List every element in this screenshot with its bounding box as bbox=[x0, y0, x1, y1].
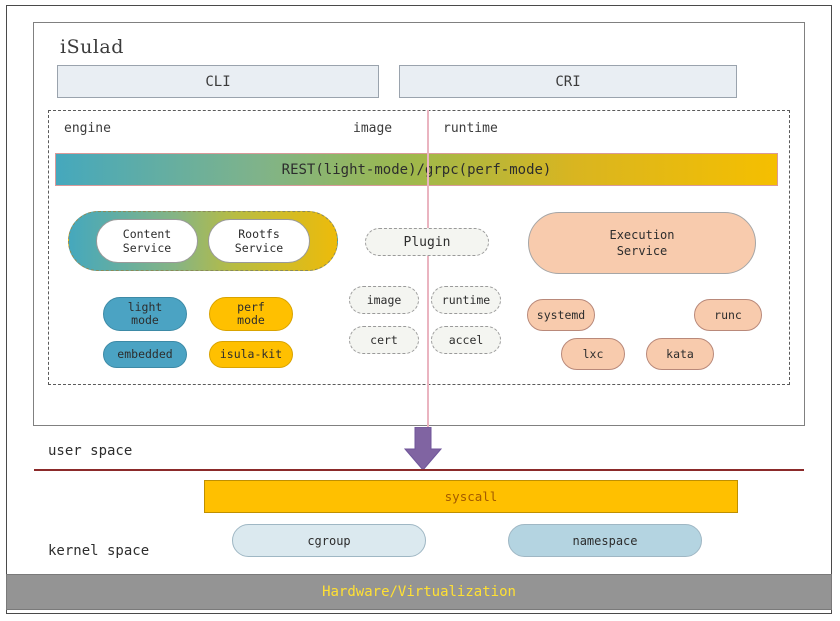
column-label-engine: engine bbox=[64, 121, 111, 136]
pill-lxc-label: lxc bbox=[582, 346, 604, 361]
pill-systemd[interactable]: systemd bbox=[527, 299, 595, 331]
pill-cgroup-label: cgroup bbox=[307, 533, 351, 548]
execution-service-box[interactable]: Execution Service bbox=[528, 212, 756, 274]
user-kernel-divider bbox=[34, 469, 804, 471]
pill-isula-kit-label: isula-kit bbox=[219, 347, 283, 361]
syscall-bar: syscall bbox=[204, 480, 738, 513]
rootfs-service-line2: Service bbox=[234, 241, 284, 255]
plugin-pill-label: Plugin bbox=[403, 234, 451, 250]
service-capsule: Content Service Rootfs Service bbox=[68, 211, 338, 271]
pill-embedded[interactable]: embedded bbox=[103, 341, 187, 368]
pill-runc[interactable]: runc bbox=[694, 299, 762, 331]
pill-perf-mode-line2: mode bbox=[237, 313, 265, 327]
pill-image[interactable]: image bbox=[349, 286, 419, 314]
pill-light-mode[interactable]: light mode bbox=[103, 297, 187, 331]
pill-runtime[interactable]: runtime bbox=[431, 286, 501, 314]
syscall-bar-label: syscall bbox=[444, 489, 498, 504]
pill-systemd-label: systemd bbox=[536, 307, 586, 322]
execution-service-line2: Service bbox=[616, 244, 668, 258]
pill-runc-label: runc bbox=[714, 307, 742, 322]
kernel-space-label: kernel space bbox=[48, 543, 150, 559]
pill-light-mode-line1: light bbox=[127, 300, 163, 314]
hardware-virtualization-bar: Hardware/Virtualization bbox=[6, 574, 832, 610]
pill-isula-kit[interactable]: isula-kit bbox=[209, 341, 293, 368]
content-service-line2: Service bbox=[122, 241, 172, 255]
pill-kata[interactable]: kata bbox=[646, 338, 714, 370]
api-box-cli-label: CLI bbox=[205, 73, 231, 90]
pill-perf-mode[interactable]: perf mode bbox=[209, 297, 293, 331]
pill-accel[interactable]: accel bbox=[431, 326, 501, 354]
engine-dashed-container bbox=[48, 110, 790, 385]
rest-grpc-bar-label: REST(light-mode)/grpc(perf-mode) bbox=[281, 161, 552, 178]
content-service-pill[interactable]: Content Service bbox=[96, 219, 198, 263]
pill-light-mode-line2: mode bbox=[131, 313, 159, 327]
pill-embedded-label: embedded bbox=[117, 347, 173, 361]
pill-cert-label: cert bbox=[370, 332, 398, 347]
api-box-cri[interactable]: CRI bbox=[399, 65, 737, 98]
image-runtime-divider-line bbox=[427, 110, 429, 428]
pill-cert[interactable]: cert bbox=[349, 326, 419, 354]
api-box-cri-label: CRI bbox=[555, 73, 581, 90]
column-label-image: image bbox=[353, 121, 393, 136]
pill-namespace-label: namespace bbox=[572, 533, 638, 548]
pill-cgroup[interactable]: cgroup bbox=[232, 524, 426, 557]
pill-namespace[interactable]: namespace bbox=[508, 524, 702, 557]
hardware-virtualization-label: Hardware/Virtualization bbox=[322, 584, 516, 600]
rootfs-service-pill[interactable]: Rootfs Service bbox=[208, 219, 310, 263]
outer-frame bbox=[6, 5, 832, 614]
down-arrow-icon bbox=[403, 426, 443, 471]
column-label-runtime: runtime bbox=[443, 121, 498, 136]
plugin-pill[interactable]: Plugin bbox=[365, 228, 489, 256]
pill-kata-label: kata bbox=[666, 346, 694, 361]
pill-accel-label: accel bbox=[448, 332, 484, 347]
pill-runtime-label: runtime bbox=[441, 292, 491, 307]
rootfs-service-line1: Rootfs bbox=[238, 227, 280, 241]
pill-perf-mode-line1: perf bbox=[237, 300, 265, 314]
rest-grpc-bar: REST(light-mode)/grpc(perf-mode) bbox=[55, 153, 778, 186]
pill-image-label: image bbox=[366, 292, 402, 307]
page-title: iSulad bbox=[60, 36, 124, 58]
content-service-line1: Content bbox=[122, 227, 172, 241]
user-space-label: user space bbox=[48, 443, 133, 459]
api-box-cli[interactable]: CLI bbox=[57, 65, 379, 98]
execution-service-line1: Execution bbox=[609, 228, 675, 242]
pill-lxc[interactable]: lxc bbox=[561, 338, 625, 370]
